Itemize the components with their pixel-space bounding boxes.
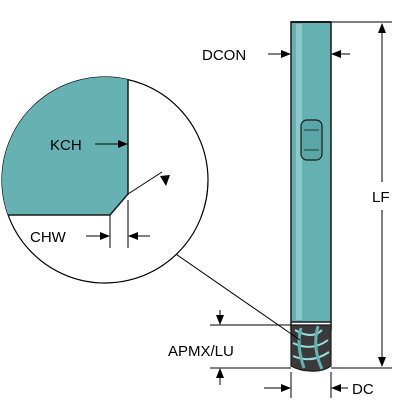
lf-dimension: LF xyxy=(331,21,392,369)
detail-leader-line xyxy=(169,249,301,341)
flute-4 xyxy=(297,327,306,369)
dcon-label: DCON xyxy=(202,47,246,64)
kch-label: KCH xyxy=(50,137,82,154)
flute-5 xyxy=(314,325,324,370)
flute-2 xyxy=(292,339,329,348)
dc-dimension: DC xyxy=(264,372,374,398)
kch-angle-arrow xyxy=(160,175,170,186)
tool-body xyxy=(290,21,332,372)
dcon-dimension: DCON xyxy=(202,47,350,64)
apmx-dimension: APMX/LU xyxy=(168,310,291,385)
flute-3 xyxy=(292,351,330,361)
chamfer-ext-line xyxy=(127,171,163,195)
weldon-flat xyxy=(300,119,323,161)
detail-view: KCH CHW xyxy=(1,76,209,284)
dc-label: DC xyxy=(352,381,374,398)
lf-label: LF xyxy=(372,189,390,206)
apmx-lu-label: APMX/LU xyxy=(168,343,234,360)
chw-label: CHW xyxy=(30,229,67,246)
shank-highlight xyxy=(296,24,302,320)
flute-1 xyxy=(294,329,323,336)
